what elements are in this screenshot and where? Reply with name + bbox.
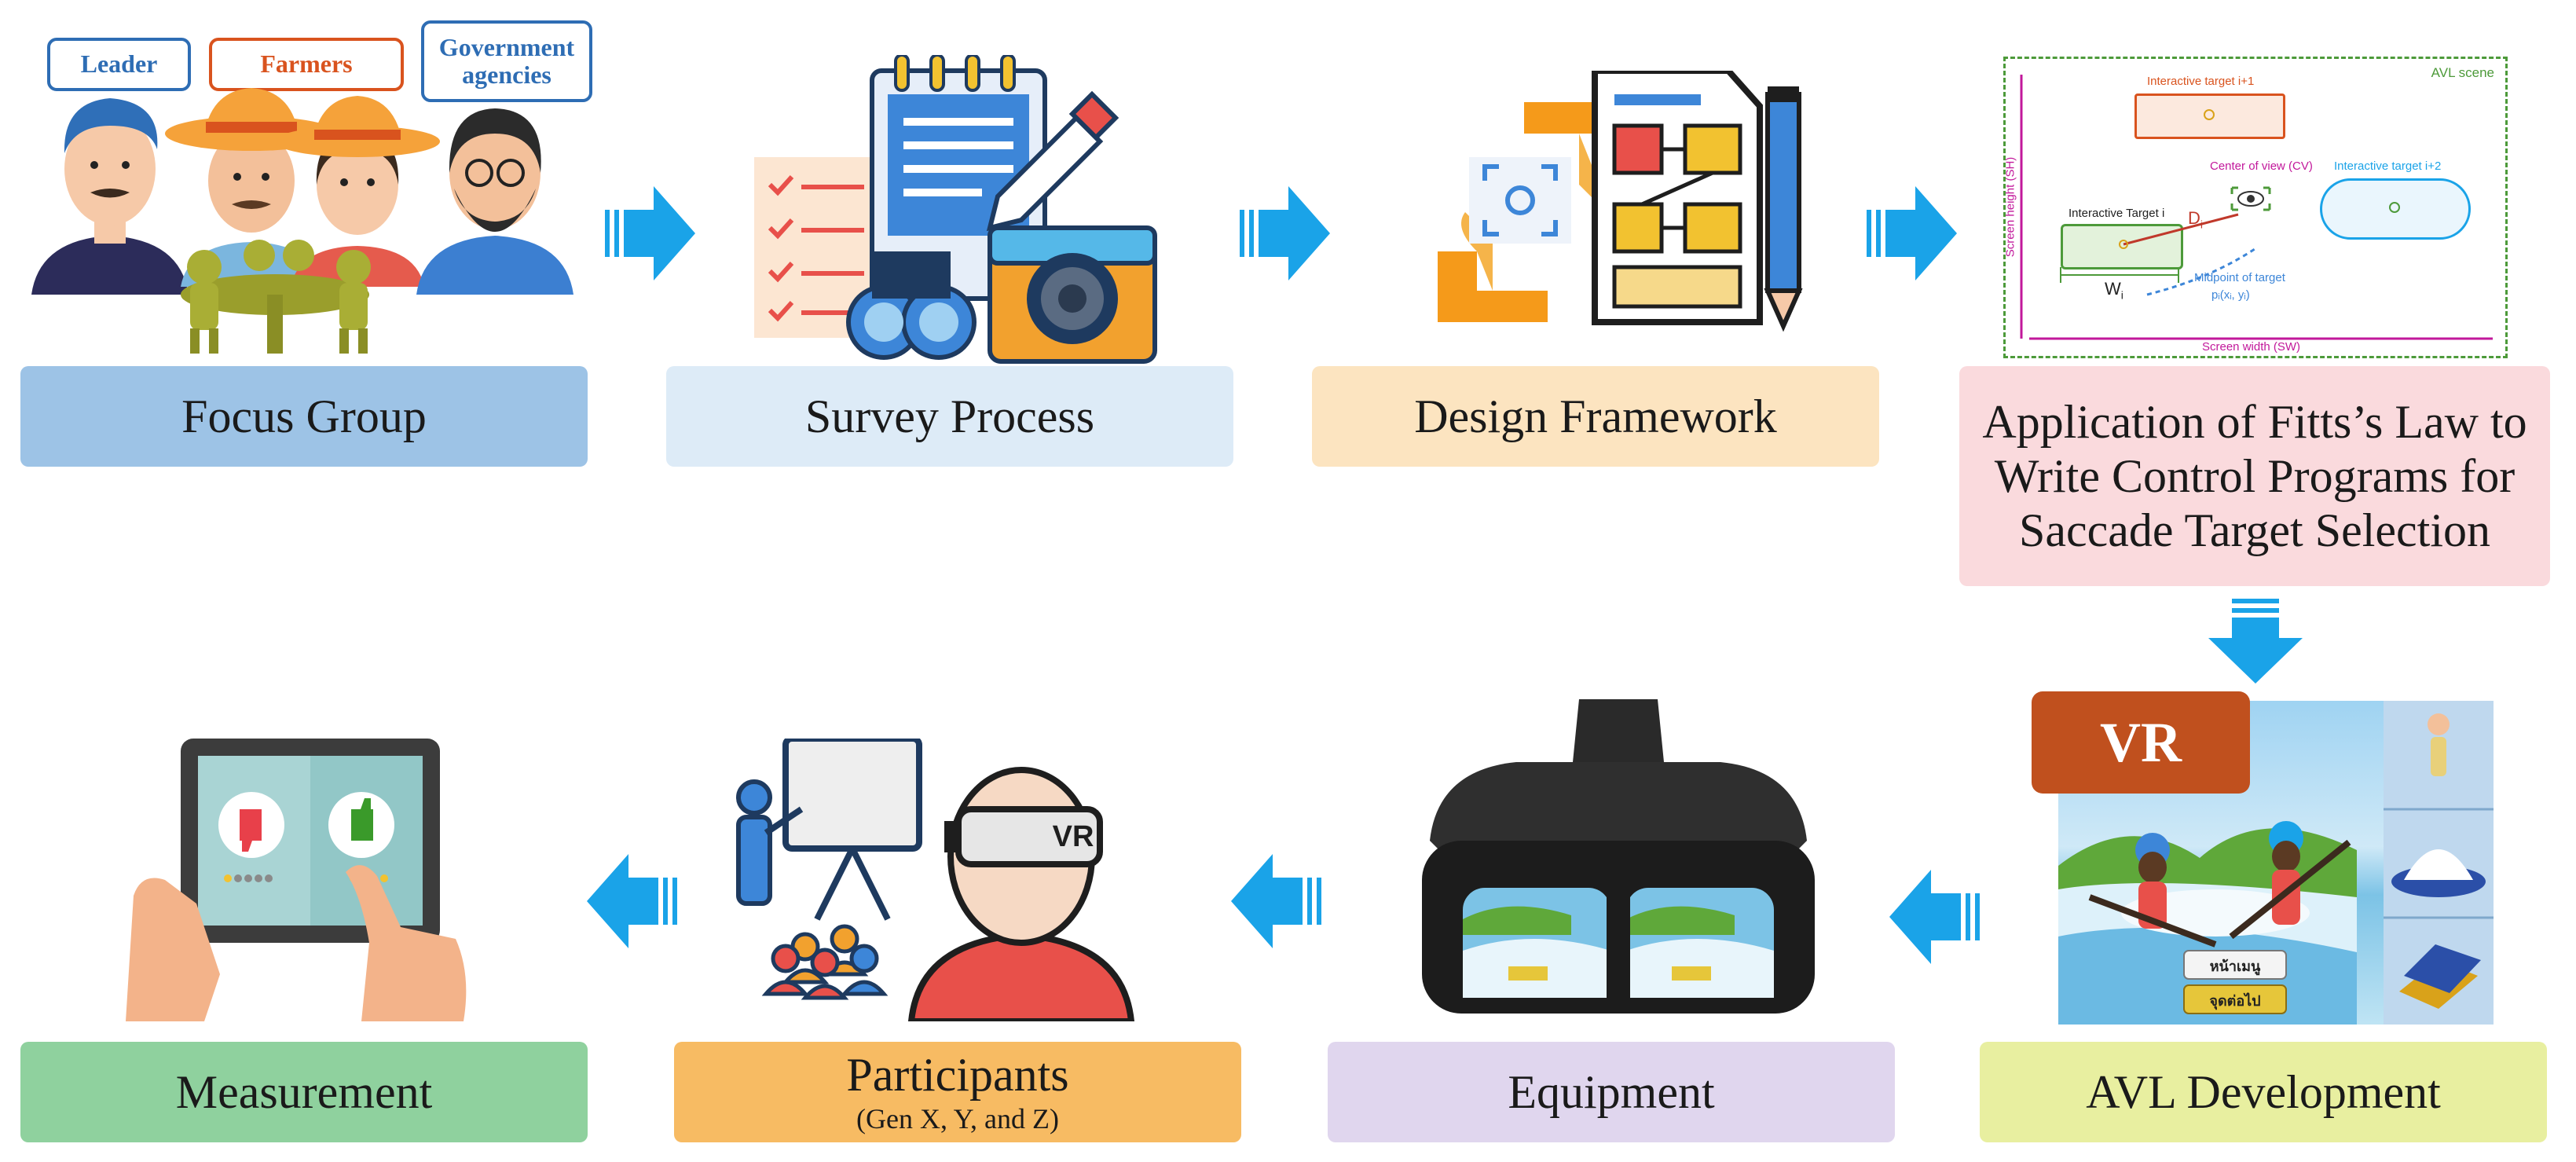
government-chip: Government agencies — [421, 20, 592, 102]
design-framework-label: Design Framework — [1414, 390, 1777, 442]
fitts-law-box: Application of Fitts’s Law to Write Cont… — [1959, 366, 2550, 586]
width-label: Wi — [2105, 279, 2123, 302]
avl-development-box: AVL Development — [1980, 1042, 2547, 1142]
survey-process-label: Survey Process — [804, 390, 1095, 442]
focus-group-box: Focus Group — [20, 366, 588, 467]
participant-vr-tag: VR — [1052, 819, 1094, 853]
avl-development-label: AVL Development — [2086, 1065, 2441, 1118]
design-framework-box: Design Framework — [1312, 366, 1879, 467]
survey-process-box: Survey Process — [666, 366, 1233, 467]
design-framework-illustration — [1438, 71, 1803, 332]
screen-height-label: Screen height (SH) — [2003, 156, 2017, 258]
farmers-chip: Farmers — [209, 38, 404, 91]
arrow-right-icon — [1240, 186, 1330, 280]
scene-title: AVL scene — [2431, 65, 2494, 80]
target-after-label: Interactive target i+2 — [2334, 159, 2442, 173]
menu-button-label: หน้าเมนู — [2209, 958, 2261, 975]
target-after-dot — [2389, 202, 2400, 213]
vr-headset-illustration — [1422, 699, 1815, 1014]
arrow-down-icon — [2208, 599, 2303, 684]
participants-illustration — [736, 739, 1135, 1021]
fitts-law-label-line3: Saccade Target Selection — [2019, 504, 2490, 556]
distance-line — [2020, 75, 2493, 340]
participants-sublabel: (Gen X, Y, and Z) — [856, 1102, 1059, 1135]
arrow-left-icon — [1889, 870, 1980, 964]
arrow-right-icon — [1867, 186, 1957, 280]
center-of-view-label: Center of view (CV) — [2210, 159, 2313, 173]
leader-chip: Leader — [47, 38, 191, 91]
fitts-law-label-line1: Application of Fitts’s Law to — [1982, 395, 2527, 448]
measurement-label: Measurement — [175, 1065, 433, 1118]
arrow-left-icon — [1231, 854, 1321, 948]
measurement-illustration — [126, 739, 467, 1021]
target-next-dot — [2204, 109, 2215, 120]
survey-illustration — [754, 55, 1157, 364]
arrow-left-icon — [587, 854, 677, 948]
people-group-icon — [31, 88, 573, 354]
target-next-label: Interactive target i+1 — [2147, 75, 2255, 88]
arrow-right-icon — [605, 186, 695, 280]
equipment-box: Equipment — [1328, 1042, 1895, 1142]
fitts-law-label-line2: Write Control Programs for — [1994, 449, 2516, 502]
participants-label: Participants — [846, 1048, 1069, 1101]
midpoint-label: Midpoint of target — [2194, 271, 2285, 284]
target-current-box — [2061, 224, 2183, 269]
avl-game-screenshot: หน้าเมนู จุดต่อไป — [2058, 701, 2494, 1025]
next-button-label: จุดต่อไป — [2209, 992, 2261, 1010]
midpoint-coord-label: pᵢ(xᵢ, yᵢ) — [2211, 288, 2250, 302]
fitts-scene-diagram: AVL scene Interactive target i+1 Center … — [2003, 57, 2508, 358]
participants-box: Participants (Gen X, Y, and Z) — [674, 1042, 1241, 1142]
equipment-label: Equipment — [1508, 1065, 1715, 1118]
screen-width-label: Screen width (SW) — [2202, 340, 2301, 354]
focus-group-label: Focus Group — [181, 390, 427, 442]
measurement-box: Measurement — [20, 1042, 588, 1142]
vr-badge: VR — [2032, 691, 2250, 794]
focus-group-illustration: Leader Farmers Government agencies — [24, 16, 597, 361]
target-current-label: Interactive Target i — [2068, 207, 2165, 220]
